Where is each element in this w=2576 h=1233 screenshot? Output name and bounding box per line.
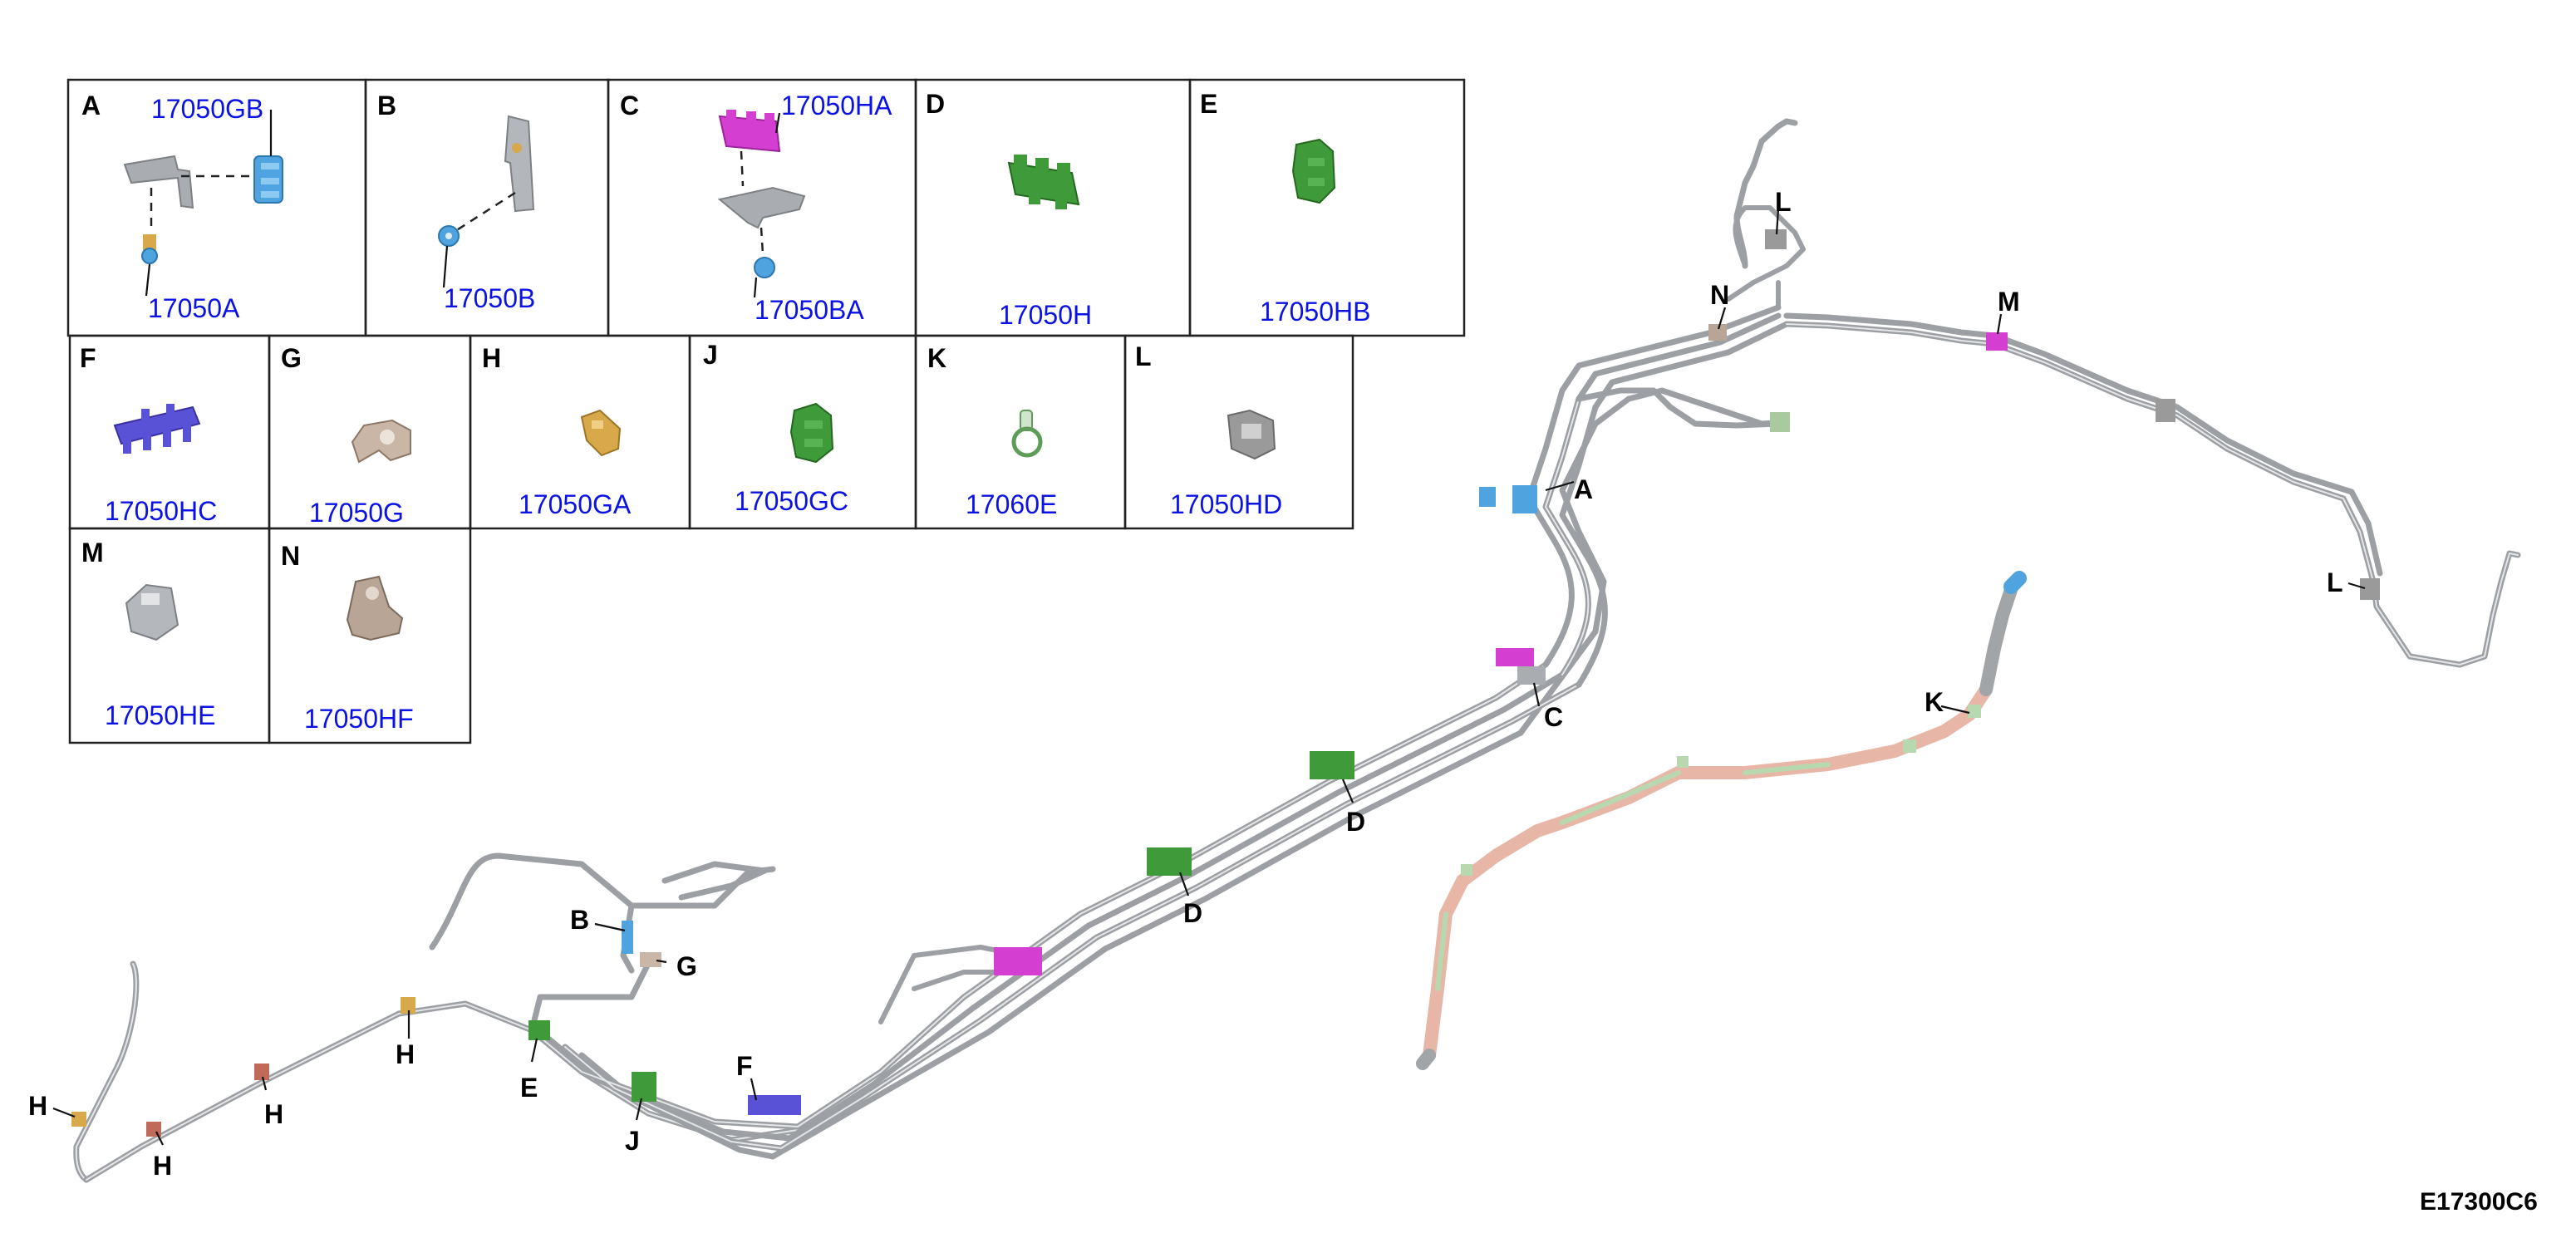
callout-E: E [520,1073,538,1103]
bolt-17050A-icon [141,234,158,264]
legend-letter-H: H [482,343,501,373]
bracket-A-icon [123,155,194,209]
figure-id: E17300C6 [2420,1188,2538,1216]
part-number-17050H: 17050H [999,300,1092,330]
clip-17050HF-icon [346,575,404,641]
callout-labels: H H H H E J B G F D D C A N L M L K [28,187,2343,1181]
callout-leaders [52,209,2366,1146]
legend-grid: A 17050GB 17050A B 17050B [66,78,1466,744]
clip-17050HD-icon [1227,409,1276,460]
callout-F: F [736,1051,753,1081]
part-number-17050B: 17050B [444,283,535,313]
legend-letter-E: E [1200,89,1217,119]
legend-letter-N: N [281,541,300,571]
part-number-17050G: 17050G [309,498,404,528]
part-number-17050HB: 17050HB [1260,297,1370,327]
legend-letter-J: J [703,340,718,370]
part-number-17050GC: 17050GC [735,486,848,516]
callout-H: H [264,1099,283,1129]
callout-L: L [1775,187,1792,217]
legend-letter-G: G [281,343,302,373]
nut-17050B-icon [438,225,460,247]
legend-letter-M: M [81,538,104,567]
part-number-17060E: 17060E [966,489,1057,519]
legend-letter-C: C [620,91,639,120]
bracket-B-icon [504,115,535,213]
callout-D: D [1346,807,1365,837]
part-number-17050HF: 17050HF [304,704,414,734]
callout-A: A [1574,474,1593,504]
clip-17050HA-icon [718,110,781,153]
part-number-17050HC: 17050HC [105,496,217,526]
callout-H: H [396,1039,415,1069]
bracket-C-icon [717,186,806,229]
legend-letter-B: B [377,91,396,120]
clip-17050GA-icon [580,409,622,457]
clip-17060E-icon [1011,410,1043,458]
legend-letter-K: K [927,343,946,373]
callout-K: K [1925,687,1944,717]
part-number-17050HE: 17050HE [105,700,215,730]
clip-17050H-icon [1007,155,1080,209]
clip-17050GC-icon [789,402,834,464]
assembly-clips [71,229,2380,1137]
callout-H: H [153,1151,172,1181]
clip-17050G-icon [351,419,411,464]
brake-tube-assembly [73,118,2521,1183]
legend-letter-D: D [926,89,945,119]
callout-G: G [676,951,697,981]
part-number-17050BA: 17050BA [755,295,864,325]
clip-17050HC-icon [113,404,201,454]
callout-N: N [1710,280,1729,310]
callout-L: L [2327,567,2343,597]
clip-17050GB-icon [253,155,283,204]
callout-D: D [1183,898,1202,928]
callout-J: J [625,1126,640,1156]
legend-letter-F: F [80,343,96,373]
part-number-17050GB: 17050GB [151,94,263,124]
callout-H: H [28,1091,47,1121]
legend-letter-L: L [1135,341,1152,371]
legend-letter-A: A [81,91,101,120]
part-number-17050HA: 17050HA [781,91,892,120]
clip-17050HB-icon [1291,138,1336,204]
part-number-17050A: 17050A [148,293,240,323]
clip-17050HE-icon [125,583,179,641]
part-number-17050GA: 17050GA [519,489,632,519]
callout-M: M [1998,287,2020,317]
part-number-17050HD: 17050HD [1170,489,1282,519]
callout-B: B [570,905,589,935]
callout-C: C [1544,702,1563,732]
nut-17050BA-icon [754,257,775,278]
